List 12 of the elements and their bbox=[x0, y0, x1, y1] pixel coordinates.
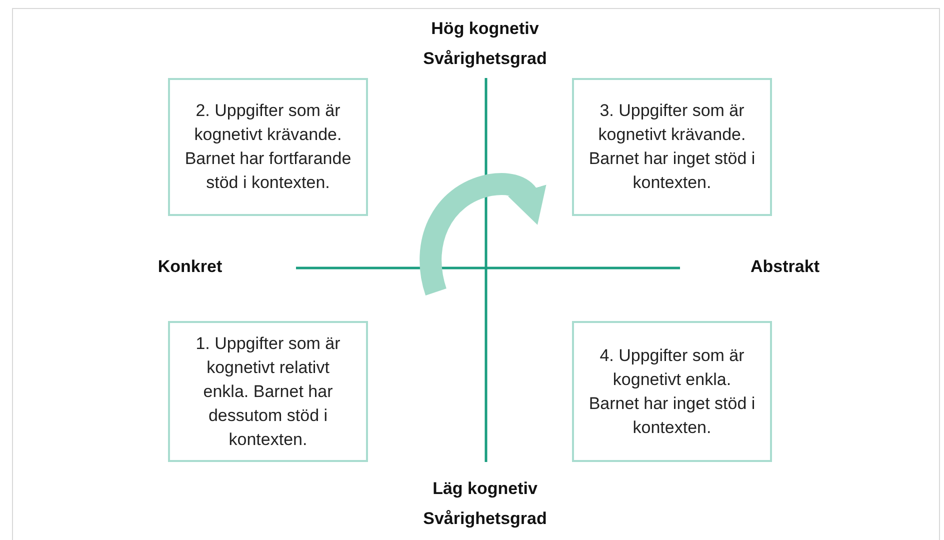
quadrant-text: 1. Uppgifter som är kognetivt relativt enkla. Barnet har dessutom stöd i kontexten. bbox=[194, 332, 342, 450]
quadrant-box bbox=[572, 321, 772, 462]
quadrant-box bbox=[572, 78, 772, 216]
axis-label: Konkret bbox=[156, 256, 224, 278]
quadrant-text: 4. Uppgifter som är kognetivt enkla. Barnet har inget stöd i kontexten. bbox=[588, 344, 756, 438]
quadrant-box bbox=[168, 321, 368, 462]
quadrant-text: 2. Uppgifter som är kognetivt krävande. Barnet har fortfarande stöd i kontexten. bbox=[184, 100, 352, 194]
quadrant-text: 3. Uppgifter som är kognetivt krävande. Barnet har inget stöd i kontexten. bbox=[588, 100, 756, 194]
axis-label: Läg kognetiv Svårighetsgrad bbox=[422, 478, 548, 530]
quadrant-box bbox=[168, 78, 368, 216]
axis-label: Abstrakt bbox=[750, 256, 820, 278]
axis-label: Hög kognetiv Svårighetsgrad bbox=[422, 18, 548, 70]
